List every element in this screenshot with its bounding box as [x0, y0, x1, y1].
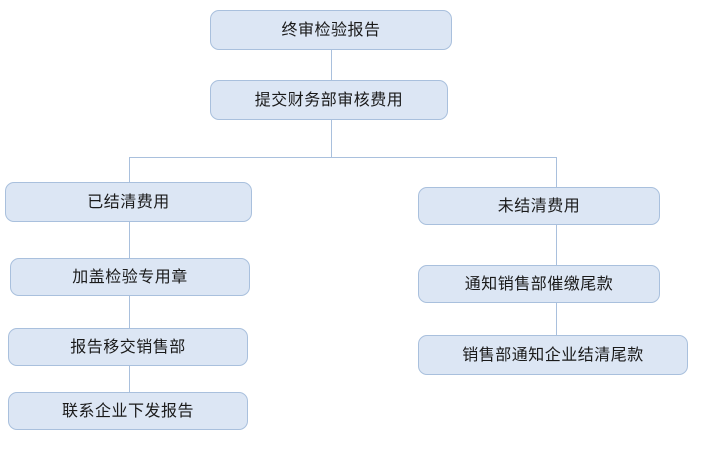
- node-submit-finance-review-fee[interactable]: 提交财务部审核费用: [210, 80, 448, 120]
- node-label: 销售部通知企业结清尾款: [462, 345, 644, 364]
- node-label: 联系企业下发报告: [61, 401, 194, 420]
- node-label: 通知销售部催缴尾款: [464, 274, 614, 293]
- node-label: 提交财务部审核费用: [254, 90, 404, 109]
- node-notify-sales-collect-balance[interactable]: 通知销售部催缴尾款: [418, 265, 660, 303]
- node-label: 报告移交销售部: [70, 337, 186, 356]
- node-sales-notify-company-settle[interactable]: 销售部通知企业结清尾款: [418, 335, 688, 375]
- node-label: 未结清费用: [497, 196, 581, 215]
- node-label: 终审检验报告: [281, 20, 381, 39]
- edge-transfer-to-contact: [129, 366, 130, 392]
- node-label: 已结清费用: [87, 192, 170, 211]
- edge-report-to-submit: [331, 50, 332, 80]
- edge-submit-to-bus: [331, 120, 332, 157]
- node-contact-company-issue-report[interactable]: 联系企业下发报告: [8, 392, 248, 430]
- node-report-transfer-sales[interactable]: 报告移交销售部: [8, 328, 248, 366]
- node-label: 加盖检验专用章: [72, 267, 188, 286]
- edge-seal-to-transfer: [129, 296, 130, 328]
- edge-settled-to-seal: [129, 222, 130, 258]
- node-fee-unsettled[interactable]: 未结清费用: [418, 187, 660, 225]
- edge-bus-to-left-branch: [129, 157, 130, 182]
- edge-unsettled-to-notify: [556, 225, 557, 265]
- node-affix-inspection-seal[interactable]: 加盖检验专用章: [10, 258, 250, 296]
- edge-branch-bus: [129, 157, 557, 158]
- node-final-inspection-report[interactable]: 终审检验报告: [210, 10, 452, 50]
- edge-bus-to-right-branch: [556, 157, 557, 187]
- edge-notify-to-sales-notify: [556, 303, 557, 335]
- node-fee-settled[interactable]: 已结清费用: [5, 182, 252, 222]
